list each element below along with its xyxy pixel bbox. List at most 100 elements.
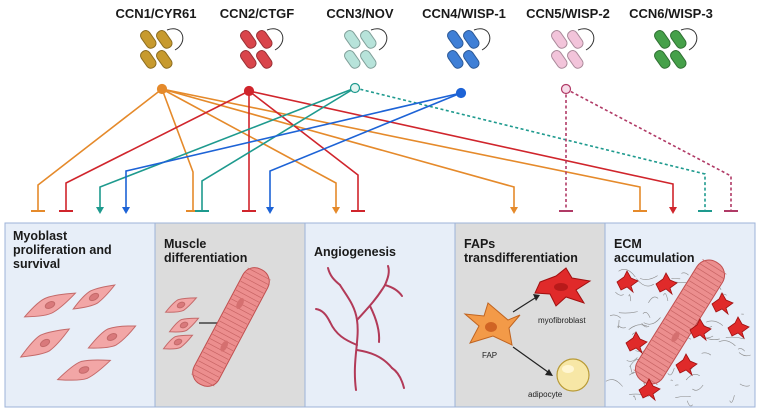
arrow-head	[122, 207, 130, 214]
ecm-muscle-fiber	[633, 259, 727, 385]
myofibroblast-label: myofibroblast	[538, 316, 586, 325]
protein-domain	[140, 30, 157, 49]
arrow-head	[266, 207, 274, 214]
panel-title-ecm-2: accumulation	[614, 251, 695, 265]
protein-domain	[360, 50, 377, 69]
ccn-protein-icon	[140, 28, 184, 69]
ecm-myofibroblast	[689, 318, 712, 342]
faps-art: FAP myofibroblast adipocyte	[463, 267, 592, 399]
ccn-protein-icon	[447, 28, 491, 69]
protein-domain	[463, 50, 480, 69]
protein-icons	[140, 28, 698, 69]
protein-domain	[654, 50, 671, 69]
arrow-head	[96, 207, 104, 214]
protein-domain	[567, 50, 584, 69]
activation-line	[161, 88, 340, 214]
panel-title-angiogenesis: Angiogenesis	[314, 245, 396, 259]
panel-title-muscle-2: differentiation	[164, 251, 247, 265]
protein-linker	[680, 28, 698, 51]
inhibition-line	[242, 91, 256, 212]
panel-title-faps-1: FAPs	[464, 237, 495, 251]
panel-title-myoblast-2: proliferation and	[13, 243, 112, 257]
protein-domain	[463, 30, 480, 49]
protein-headers: CCN1/CYR61 CCN2/CTGF CCN3/NOV CCN4/WISP-…	[116, 6, 713, 21]
muscle-differentiation-art	[162, 267, 271, 387]
protein-domain	[654, 30, 671, 49]
protein-domain	[256, 30, 273, 49]
myoblast-cell	[72, 284, 116, 310]
header-ccn5: CCN5/WISP-2	[526, 6, 610, 21]
protein-linker	[166, 28, 184, 51]
myoblast-cell	[56, 359, 112, 381]
inhibition-line	[31, 88, 163, 212]
protein-linker	[473, 28, 491, 51]
arrow-to-myofibroblast	[512, 297, 536, 313]
myoblast-cell	[19, 328, 71, 358]
regulation-lines	[31, 82, 738, 214]
arrow-to-adipocyte	[512, 346, 549, 373]
ecm-myofibroblast	[675, 353, 698, 377]
ecm-myofibroblast	[625, 331, 648, 355]
ecm-myofibroblast	[711, 292, 734, 316]
inhibition-line	[59, 90, 250, 212]
protein-domain	[156, 30, 173, 49]
myoblast-cell	[23, 292, 77, 318]
protein-domain	[551, 50, 568, 69]
adipocyte-label: adipocyte	[528, 390, 563, 399]
ecm-myofibroblast	[616, 270, 639, 294]
protein-domain	[256, 50, 273, 69]
ccn-protein-icon	[551, 28, 595, 69]
header-ccn6: CCN6/WISP-3	[629, 6, 713, 21]
source-dot	[243, 85, 255, 97]
myoblast-cells	[19, 284, 137, 381]
protein-domain	[670, 30, 687, 49]
inhibition-line	[161, 88, 647, 212]
source-dot	[560, 83, 572, 95]
protein-domain	[156, 50, 173, 69]
protein-domain	[447, 30, 464, 49]
header-ccn2: CCN2/CTGF	[220, 6, 294, 21]
ecm-myofibroblast	[727, 316, 750, 340]
panel-title-ecm-1: ECM	[614, 237, 642, 251]
protein-domain	[670, 50, 687, 69]
inhibition-line	[354, 87, 712, 212]
ecm-art	[605, 259, 751, 407]
myofibroblast-cell	[534, 267, 592, 307]
activation-line	[266, 92, 462, 214]
arrow-head	[510, 207, 518, 214]
angiogenesis-vessels	[315, 265, 405, 391]
inhibition-line	[559, 89, 573, 212]
myoblast-cell	[164, 297, 198, 313]
inhibition-line	[248, 90, 365, 212]
activation-line	[161, 88, 518, 214]
panel-angiogenesis	[304, 222, 456, 408]
panel-title-myoblast-3: survival	[13, 257, 60, 271]
protein-domain	[567, 30, 584, 49]
protein-linker	[577, 28, 595, 51]
protein-domain	[240, 30, 257, 49]
ccn-protein-icon	[240, 28, 284, 69]
arrow-head	[533, 294, 540, 301]
ccn-protein-icon	[654, 28, 698, 69]
protein-domain	[140, 50, 157, 69]
header-ccn3: CCN3/NOV	[326, 6, 394, 21]
protein-domain	[344, 50, 361, 69]
source-dot	[156, 83, 168, 95]
inhibition-line	[565, 88, 738, 212]
protein-domain	[344, 30, 361, 49]
arrow-head	[332, 207, 340, 214]
inhibition-line	[195, 87, 356, 212]
panel-titles: Myoblast proliferation and survival Musc…	[13, 229, 695, 271]
source-dot	[349, 82, 361, 94]
myoblast-cell	[87, 325, 137, 349]
adipocyte-cell	[556, 358, 590, 392]
ecm-myofibroblast	[638, 378, 661, 402]
fap-label: FAP	[482, 351, 497, 360]
muscle-fiber	[191, 267, 271, 387]
protein-domain	[360, 30, 377, 49]
source-dot	[455, 87, 467, 99]
ccn-protein-icon	[344, 28, 388, 69]
panel-title-faps-2: transdifferentiation	[464, 251, 578, 265]
panel-title-myoblast-1: Myoblast	[13, 229, 68, 243]
activation-line	[122, 92, 462, 214]
